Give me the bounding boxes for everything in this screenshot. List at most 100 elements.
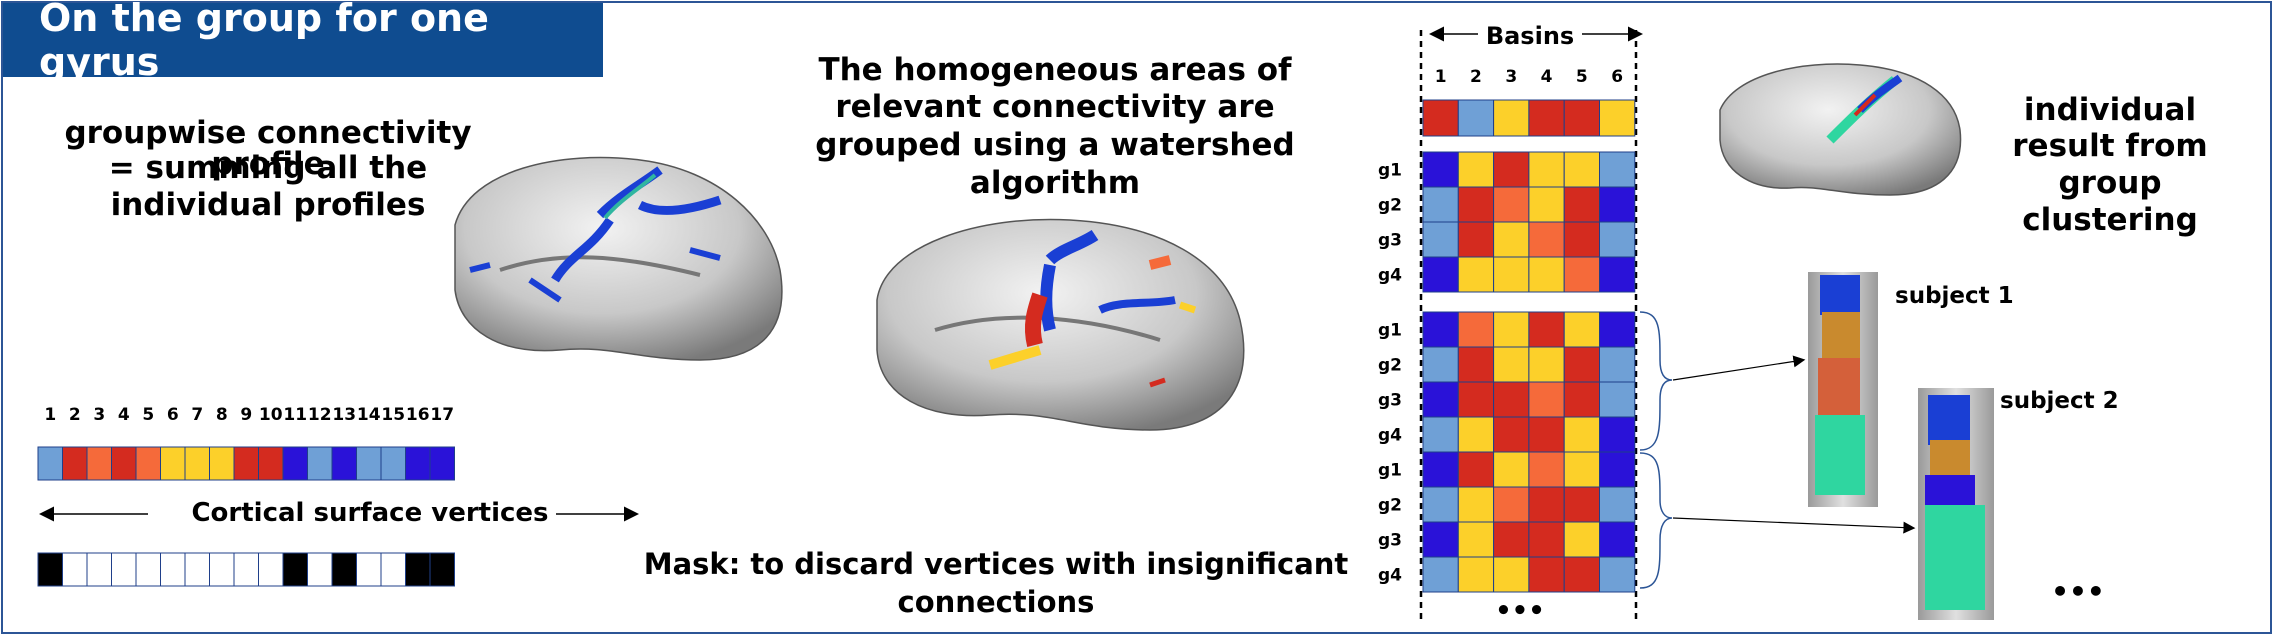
vertex-number: 13 <box>332 405 356 425</box>
row-label: g2 <box>1378 496 1402 516</box>
group-cell <box>1422 99 1459 137</box>
vertex-number: 3 <box>93 405 105 425</box>
individual-line-3: group <box>2058 165 2162 201</box>
brace-block-2 <box>1639 311 1673 451</box>
more-groups-ellipsis: ••• <box>1495 596 1545 626</box>
vertex-cell <box>331 446 357 481</box>
vertex-number: 2 <box>69 405 81 425</box>
brace-block-3 <box>1639 452 1673 589</box>
vertex-cell <box>111 446 137 481</box>
brain-surface-watershed <box>876 218 1245 431</box>
cortical-label: Cortical surface vertices <box>191 498 549 528</box>
vertex-number: 5 <box>142 405 154 425</box>
vertex-number: 8 <box>216 405 228 425</box>
matrix-cell <box>1457 451 1495 488</box>
vertex-number: 17 <box>430 405 454 425</box>
matrix-cell <box>1493 521 1530 558</box>
matrix-cell <box>1528 221 1565 258</box>
mask-cell <box>135 552 161 587</box>
matrix-cell <box>1493 416 1530 453</box>
mask-cell <box>37 552 63 587</box>
subject-2-strip <box>1918 388 1994 620</box>
vertex-cell <box>356 446 382 481</box>
vertex-number: 4 <box>118 405 130 425</box>
title-banner: On the group for one gyrus <box>3 0 603 84</box>
matrix-cell <box>1422 186 1459 223</box>
vertex-cell <box>135 446 161 481</box>
mask-cell <box>111 552 137 587</box>
matrix-cell <box>1528 151 1565 188</box>
matrix-cell <box>1457 521 1495 558</box>
matrix-cell <box>1457 416 1495 453</box>
matrix-cell <box>1457 346 1495 383</box>
matrix-cell <box>1528 556 1565 593</box>
group-cell <box>1599 99 1636 137</box>
vertex-cell <box>405 446 431 481</box>
matrix-cell <box>1599 186 1636 223</box>
matrix-cell <box>1493 486 1530 523</box>
watershed-line-4: algorithm <box>969 165 1141 201</box>
mask-cell <box>184 552 210 587</box>
basin-number: 3 <box>1505 67 1517 87</box>
mask-cell <box>233 552 259 587</box>
matrix-cell <box>1563 256 1600 293</box>
basin-number: 2 <box>1470 67 1482 87</box>
matrix-cell <box>1599 311 1636 348</box>
watershed-line-1: The homogeneous areas of <box>818 52 1292 88</box>
vertex-cell <box>282 446 308 481</box>
individual-line-2: result from <box>2012 128 2208 164</box>
mask-cell <box>282 552 308 587</box>
row-label: g3 <box>1378 531 1402 551</box>
matrix-cell <box>1528 186 1565 223</box>
mask-cell <box>405 552 431 587</box>
matrix-cell <box>1422 521 1459 558</box>
vertex-number: 11 <box>283 405 307 425</box>
mask-cell <box>62 552 88 587</box>
mask-cell <box>258 552 284 587</box>
vertex-cell <box>184 446 210 481</box>
matrix-cell <box>1528 486 1565 523</box>
matrix-cell <box>1528 521 1565 558</box>
vertex-cell <box>307 446 333 481</box>
matrix-cell <box>1599 451 1636 488</box>
vertex-cell <box>86 446 112 481</box>
matrix-cell <box>1563 151 1600 188</box>
matrix-cell <box>1422 556 1459 593</box>
basin-number: 1 <box>1435 67 1447 87</box>
vertex-number: 16 <box>406 405 430 425</box>
matrix-cell <box>1528 256 1565 293</box>
matrix-cell <box>1563 381 1600 418</box>
matrix-cell <box>1563 556 1600 593</box>
mask-cell <box>209 552 235 587</box>
matrix-cell <box>1422 381 1459 418</box>
vertex-cell <box>429 446 455 481</box>
matrix-cell <box>1493 151 1530 188</box>
mask-cell <box>380 552 406 587</box>
row-label: g2 <box>1378 196 1402 216</box>
group-cell <box>1457 99 1495 137</box>
matrix-cell <box>1422 151 1459 188</box>
vertex-cell <box>233 446 259 481</box>
matrix-cell <box>1599 256 1636 293</box>
row-label: g1 <box>1378 321 1402 341</box>
vertex-number: 1 <box>44 405 56 425</box>
matrix-cell <box>1493 186 1530 223</box>
mask-cell <box>307 552 333 587</box>
matrix-cell <box>1599 486 1636 523</box>
arrow-to-subject-1 <box>1672 355 1806 381</box>
arrow-to-subject-2 <box>1672 517 1916 534</box>
row-label: g4 <box>1378 266 1402 286</box>
matrix-cell <box>1563 221 1600 258</box>
vertex-cell <box>160 446 186 481</box>
matrix-cell <box>1422 256 1459 293</box>
subject-2-label: subject 2 <box>2000 388 2119 414</box>
matrix-cell <box>1422 451 1459 488</box>
matrix-cell <box>1563 346 1600 383</box>
matrix-cell <box>1563 521 1600 558</box>
row-label: g1 <box>1378 461 1402 481</box>
basin-number: 4 <box>1541 67 1553 87</box>
matrix-cell <box>1528 416 1565 453</box>
